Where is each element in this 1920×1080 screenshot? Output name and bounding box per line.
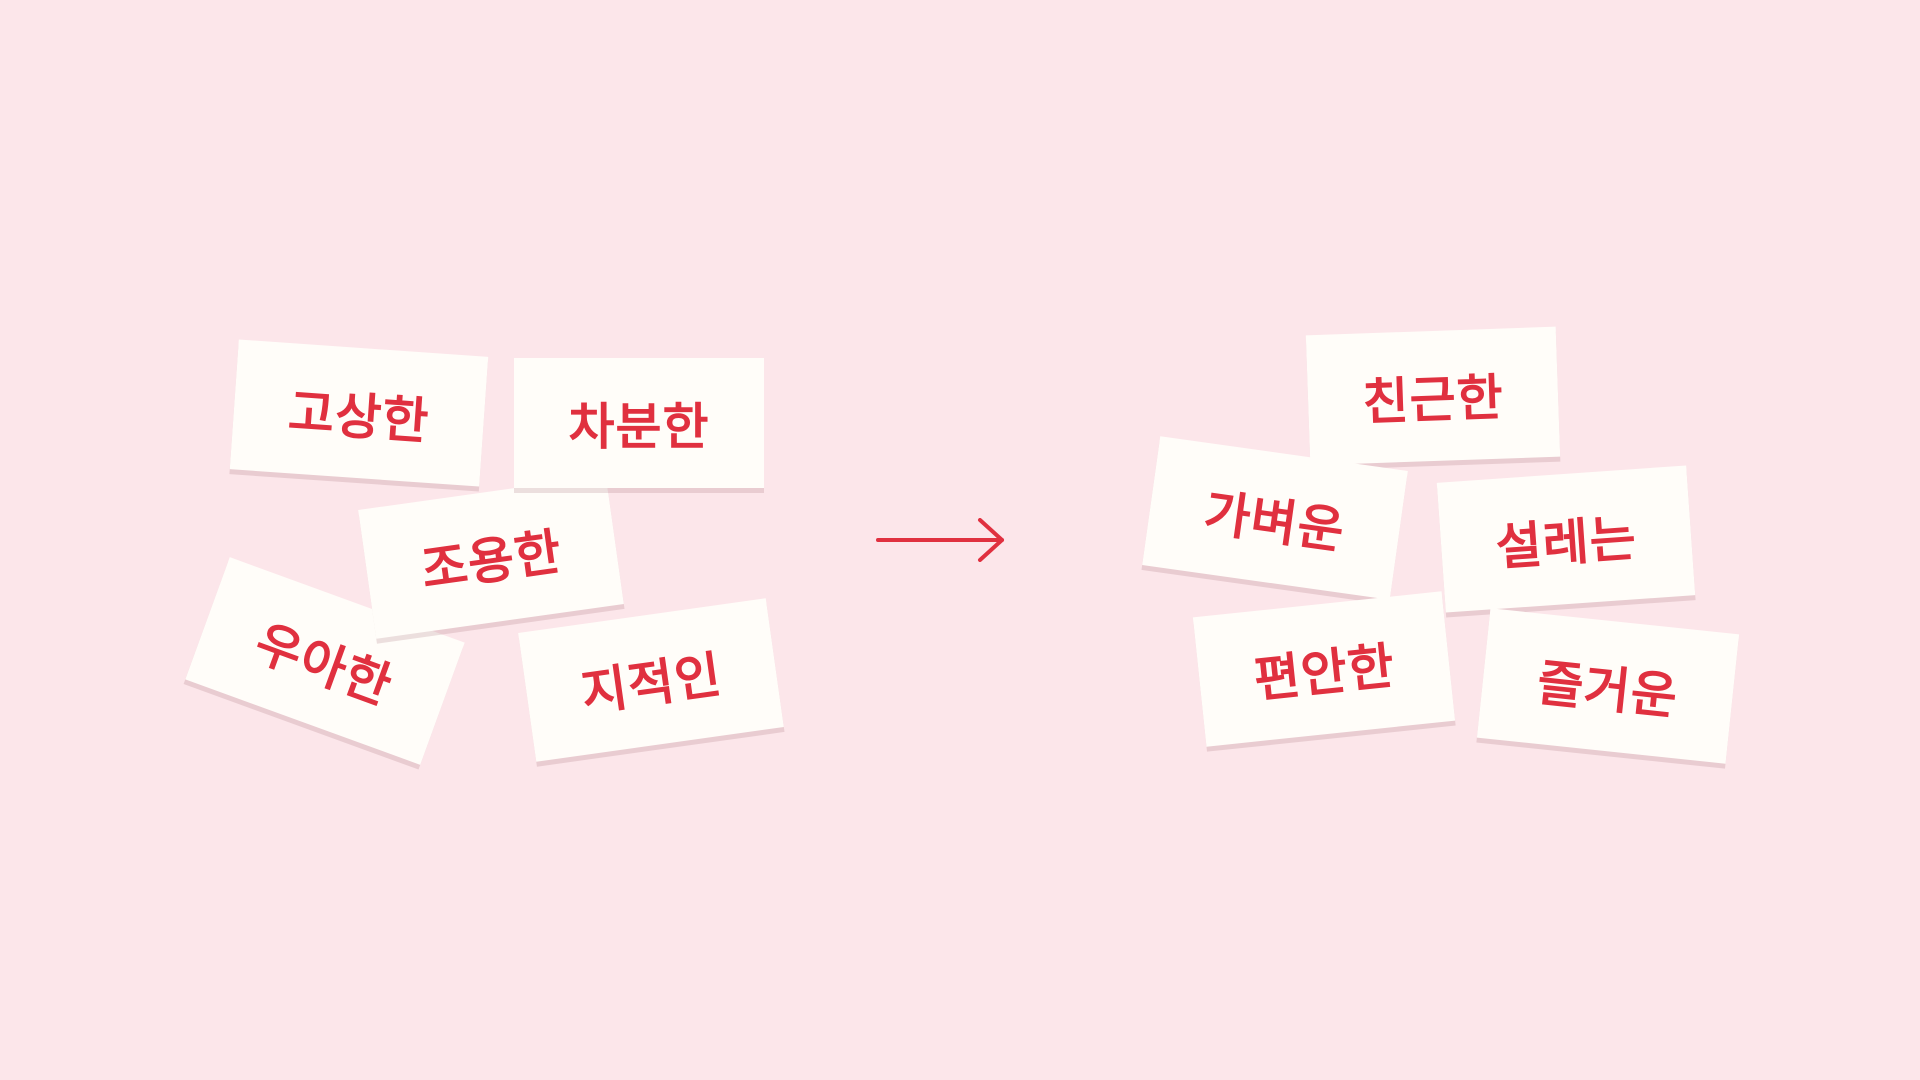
word-card: 조용한 <box>358 475 624 639</box>
card-label: 설레는 <box>1493 509 1639 577</box>
card-label: 차분한 <box>568 398 710 456</box>
card-label: 친근한 <box>1361 368 1505 432</box>
word-card: 즐거운 <box>1476 608 1740 764</box>
card-label: 조용한 <box>417 522 566 600</box>
card-label: 즐거운 <box>1534 653 1681 727</box>
word-card: 편안한 <box>1192 591 1456 747</box>
word-card: 고상한 <box>229 339 489 487</box>
card-label: 지적인 <box>577 645 726 723</box>
arrow-right-icon <box>876 518 1004 562</box>
card-label: 고상한 <box>286 383 432 451</box>
card-label: 가벼운 <box>1200 483 1349 561</box>
word-card: 친근한 <box>1305 326 1561 466</box>
word-card: 지적인 <box>518 598 784 762</box>
word-card: 설레는 <box>1436 465 1696 613</box>
word-card: 차분한 <box>514 358 764 488</box>
card-label: 편안한 <box>1251 636 1398 710</box>
